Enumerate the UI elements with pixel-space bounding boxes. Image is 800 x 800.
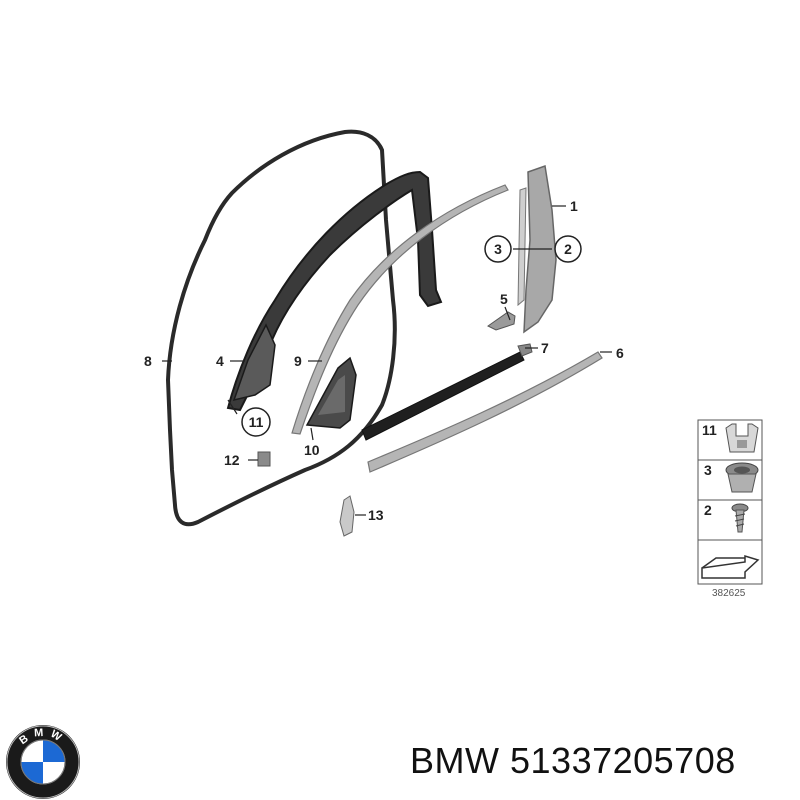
callout-circle-11	[241, 407, 271, 437]
callout-8: 8	[144, 353, 152, 369]
direction-arrow-icon	[701, 554, 760, 579]
pad-part-12	[257, 451, 271, 467]
legend-num-2: 2	[704, 502, 712, 518]
clip-part-13	[339, 495, 355, 537]
callout-1: 1	[570, 198, 578, 214]
belt-seal-end	[517, 343, 533, 357]
belt-seal-part-7	[361, 351, 525, 441]
part-caption: BMW 51337205708	[410, 740, 736, 782]
callout-circle-3	[484, 235, 512, 263]
callout-3: 3	[494, 241, 502, 257]
expanding-nut-icon	[725, 462, 759, 493]
window-channel-corner	[232, 323, 276, 402]
callout-2: 2	[564, 241, 572, 257]
caption-brand: BMW	[410, 740, 500, 781]
callout-6: 6	[616, 345, 624, 361]
clip-nut-icon	[725, 423, 759, 453]
legend-num-3: 3	[704, 462, 712, 478]
callout-7: 7	[541, 340, 549, 356]
caption-part-number: 51337205708	[510, 740, 736, 781]
fastener-legend: 11 3 2	[697, 419, 763, 585]
callout-circle-2	[554, 235, 582, 263]
callout-11: 11	[249, 414, 264, 430]
door-seal-part-8	[165, 129, 397, 527]
legend-num-11: 11	[702, 422, 717, 438]
mirror-triangle-inner	[318, 375, 345, 415]
callout-10: 10	[304, 442, 320, 458]
bracket-part-5	[487, 311, 516, 331]
callout-9: 9	[294, 353, 302, 369]
screw-icon	[731, 503, 749, 533]
trim-strip-part-9	[291, 184, 509, 435]
callout-5: 5	[500, 291, 508, 307]
leader-lines	[162, 205, 612, 516]
trim-strip-part-6	[367, 351, 603, 473]
bmw-logo: BMW	[6, 725, 80, 799]
callout-13: 13	[368, 507, 384, 523]
pillar-cover-edge	[517, 187, 527, 307]
callout-4: 4	[216, 353, 224, 369]
diagram-number: 382625	[712, 588, 746, 599]
callout-12: 12	[224, 452, 240, 468]
